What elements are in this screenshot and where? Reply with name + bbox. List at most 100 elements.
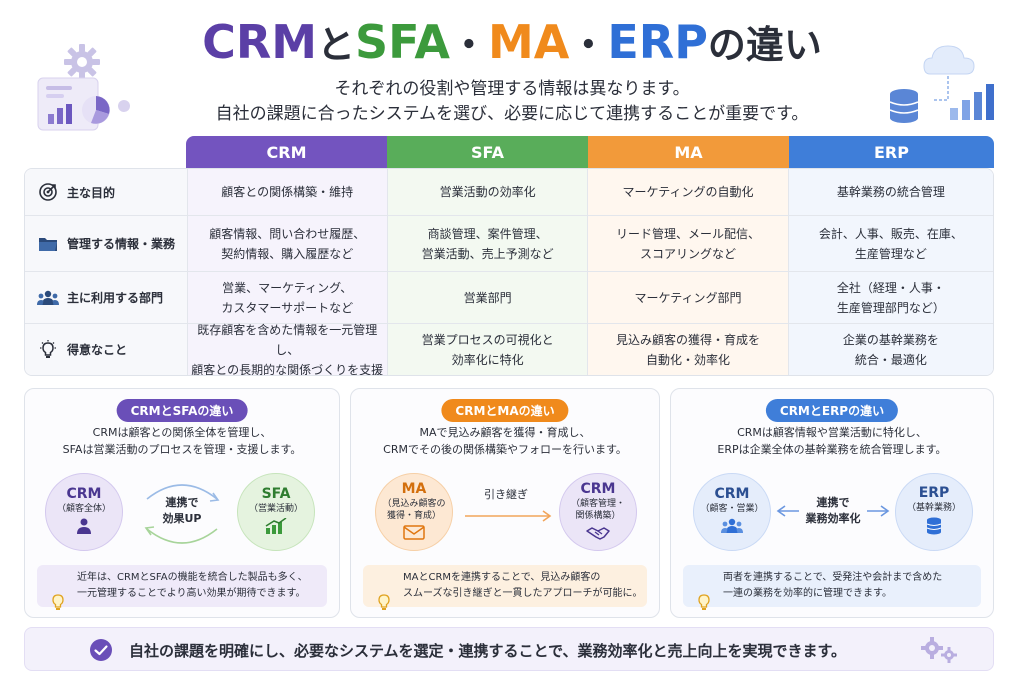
table-header-row: CRM SFA MA ERP xyxy=(186,136,994,168)
table-row: 得意なこと 既存顧客を含めた情報を一元管理し、 顧客との長期的な関係づくりを支援… xyxy=(25,323,993,375)
person-icon xyxy=(75,518,93,538)
cell-erp: 企業の基幹業務を 統合・最適化 xyxy=(787,324,993,375)
cycle-label: 連携で 効果UP xyxy=(162,496,202,525)
row-header: 主に利用する部門 xyxy=(25,272,187,323)
title-dot: ・ xyxy=(569,23,608,67)
row-header: 得意なこと xyxy=(25,324,187,375)
cell-ma: リード管理、メール配信、 スコアリングなど xyxy=(587,216,788,271)
circle-sub: （顧客全体） xyxy=(56,504,111,514)
card-note: 両者を連携することで、受発注や会計まで含めた 一連の業務を効率的に管理できます。 xyxy=(683,565,981,610)
cell-crm: 既存顧客を含めた情報を一元管理し、 顧客との長期的な関係づくりを支援 xyxy=(186,323,387,375)
card-crm-erp: CRMとERPの違い CRMは顧客情報や営業活動に特化し、 ERPは企業全体の基… xyxy=(670,388,994,618)
note-text: 両者を連携することで、受発注や会計まで含めた 一連の業務を効率的に管理できます。 xyxy=(723,572,943,599)
circle-sub: （見込み顧客の 獲得・育成） xyxy=(382,498,446,521)
note-text: MAとCRMを連携することで、見込み顧客の スムーズな引き継ぎと一貫したアプロー… xyxy=(403,572,643,599)
people-icon xyxy=(721,518,743,538)
check-circle-icon xyxy=(89,638,113,666)
sfa-circle: SFA （営業活動） xyxy=(237,473,315,551)
cloud-database-icon xyxy=(886,38,998,134)
cell-crm: 顧客との関係構築・維持 xyxy=(186,169,387,215)
cell-sfa: 営業活動の効率化 xyxy=(386,169,588,215)
circle-name: SFA xyxy=(261,486,291,502)
folder-icon xyxy=(37,233,59,255)
database-icon xyxy=(926,517,942,539)
header-erp: ERP xyxy=(789,136,994,168)
handoff-label: 引き継ぎ xyxy=(484,488,528,501)
cell-erp: 全社（経理・人事・ 生産管理部門など） xyxy=(787,272,993,323)
lightbulb-icon xyxy=(49,576,67,618)
people-icon xyxy=(37,287,59,309)
cell-sfa: 商談管理、案件管理、 営業活動、売上予測など xyxy=(386,216,588,271)
card-title: CRMとMAの違い xyxy=(441,399,569,422)
erp-circle: ERP （基幹業務） xyxy=(895,473,973,551)
header-ma: MA xyxy=(588,136,789,168)
bidirectional-arrow-icon xyxy=(775,503,891,523)
cell-erp: 基幹業務の統合管理 xyxy=(787,169,993,215)
crm-circle: CRM （顧客・営業） xyxy=(693,473,771,551)
cell-ma: マーケティングの自動化 xyxy=(587,169,788,215)
target-icon xyxy=(37,181,59,203)
lightbulb-icon xyxy=(37,339,59,361)
card-crm-ma: CRMとMAの違い MAで見込み顧客を獲得・育成し、 CRMでその後の関係構築や… xyxy=(350,388,660,618)
growth-chart-icon xyxy=(265,517,287,538)
row-label: 管理する情報・業務 xyxy=(67,237,176,251)
card-note: 近年は、CRMとSFAの機能を統合した製品も多く、 一元管理することでより高い効… xyxy=(37,565,327,610)
circle-name: ERP xyxy=(918,485,950,501)
table-row: 管理する情報・業務 顧客情報、問い合わせ履歴、 契約情報、購入履歴など 商談管理… xyxy=(25,215,993,271)
gear-icon xyxy=(62,42,102,86)
cell-sfa: 営業部門 xyxy=(386,272,588,323)
title-crm: CRM xyxy=(202,15,318,69)
cell-crm: 営業、マーケティング、 カスタマーサポートなど xyxy=(186,272,387,323)
cell-ma: マーケティング部門 xyxy=(587,272,788,323)
card-description: CRMは顧客との関係全体を管理し、 SFAは営業活動のプロセスを管理・支援します… xyxy=(62,426,302,456)
subtitle-line-1: それぞれの役割や管理する情報は異なります。 xyxy=(334,79,690,99)
subtitle-line-2: 自社の課題に合ったシステムを選び、必要に応じて連携することが重要です。 xyxy=(215,104,809,124)
lightbulb-icon xyxy=(375,576,393,618)
row-label: 主に利用する部門 xyxy=(67,291,164,305)
circle-name: CRM xyxy=(580,480,616,497)
cycle-arrows-icon xyxy=(133,477,231,555)
card-title: CRMとERPの違い xyxy=(765,399,899,422)
row-label: 主な目的 xyxy=(67,185,116,200)
row-header: 管理する情報・業務 xyxy=(25,216,187,271)
page-subtitle: それぞれの役割や管理する情報は異なります。 自社の課題に合ったシステムを選び、必… xyxy=(0,77,1024,127)
footer-text: 自社の課題を明確にし、必要なシステムを選定・連携することで、業務効率化と売上向上… xyxy=(129,641,847,660)
gears-icon xyxy=(919,636,959,668)
table-body: 主な目的 顧客との関係構築・維持 営業活動の効率化 マーケティングの自動化 基幹… xyxy=(24,168,994,376)
circle-sub: （基幹業務） xyxy=(906,503,961,513)
row-header: 主な目的 xyxy=(25,169,187,215)
crm-circle: CRM （顧客管理・ 関係構築） xyxy=(559,473,637,551)
arrow-right-icon xyxy=(463,507,555,526)
cell-ma: 見込み顧客の獲得・育成を 自動化・効率化 xyxy=(587,324,788,375)
card-description: CRMは顧客情報や営業活動に特化し、 ERPは企業全体の基幹業務を統合管理します… xyxy=(717,426,947,456)
card-description: MAで見込み顧客を獲得・育成し、 CRMでその後の関係構築やフォローを行います。 xyxy=(383,426,627,456)
footer-banner: 自社の課題を明確にし、必要なシステムを選定・連携することで、業務効率化と売上向上… xyxy=(24,627,994,671)
cell-crm: 顧客情報、問い合わせ履歴、 契約情報、購入履歴など xyxy=(186,216,387,271)
title-rest: の違い xyxy=(707,23,822,67)
row-label: 得意なこと xyxy=(67,343,128,357)
card-note: MAとCRMを連携することで、見込み顧客の スムーズな引き継ぎと一貫したアプロー… xyxy=(363,565,647,610)
title-ma: MA xyxy=(487,15,570,69)
header-crm: CRM xyxy=(186,136,387,168)
report-document-icon xyxy=(36,76,136,138)
circle-sub: （顧客・営業） xyxy=(700,504,764,514)
cell-sfa: 営業プロセスの可視化と 効率化に特化 xyxy=(386,324,588,375)
table-row: 主に利用する部門 営業、マーケティング、 カスタマーサポートなど 営業部門 マー… xyxy=(25,271,993,323)
cell-erp: 会計、人事、販売、在庫、 生産管理など xyxy=(787,216,993,271)
title-to: と xyxy=(317,23,356,67)
comparison-table: CRM SFA MA ERP 主な目的 顧客との関係構築・維持 営業活動の効率化… xyxy=(24,136,994,376)
note-text: 近年は、CRMとSFAの機能を統合した製品も多く、 一元管理することでより高い効… xyxy=(77,572,308,599)
circle-name: CRM xyxy=(714,486,750,502)
card-crm-sfa: CRMとSFAの違い CRMは顧客との関係全体を管理し、 SFAは営業活動のプロ… xyxy=(24,388,340,618)
circle-sub: （営業活動） xyxy=(248,504,303,514)
page-title: CRMとSFA・MA・ERPの違い xyxy=(0,14,1024,69)
title-dot: ・ xyxy=(449,23,488,67)
title-erp: ERP xyxy=(607,15,708,69)
card-title: CRMとSFAの違い xyxy=(116,399,248,422)
crm-circle: CRM （顧客全体） xyxy=(45,473,123,551)
handshake-icon xyxy=(586,525,610,544)
circle-sub: （顧客管理・ 関係構築） xyxy=(570,498,625,521)
circle-name: CRM xyxy=(66,486,102,502)
mail-icon xyxy=(403,524,425,544)
integration-label: 連携で 業務効率化 xyxy=(805,496,861,525)
